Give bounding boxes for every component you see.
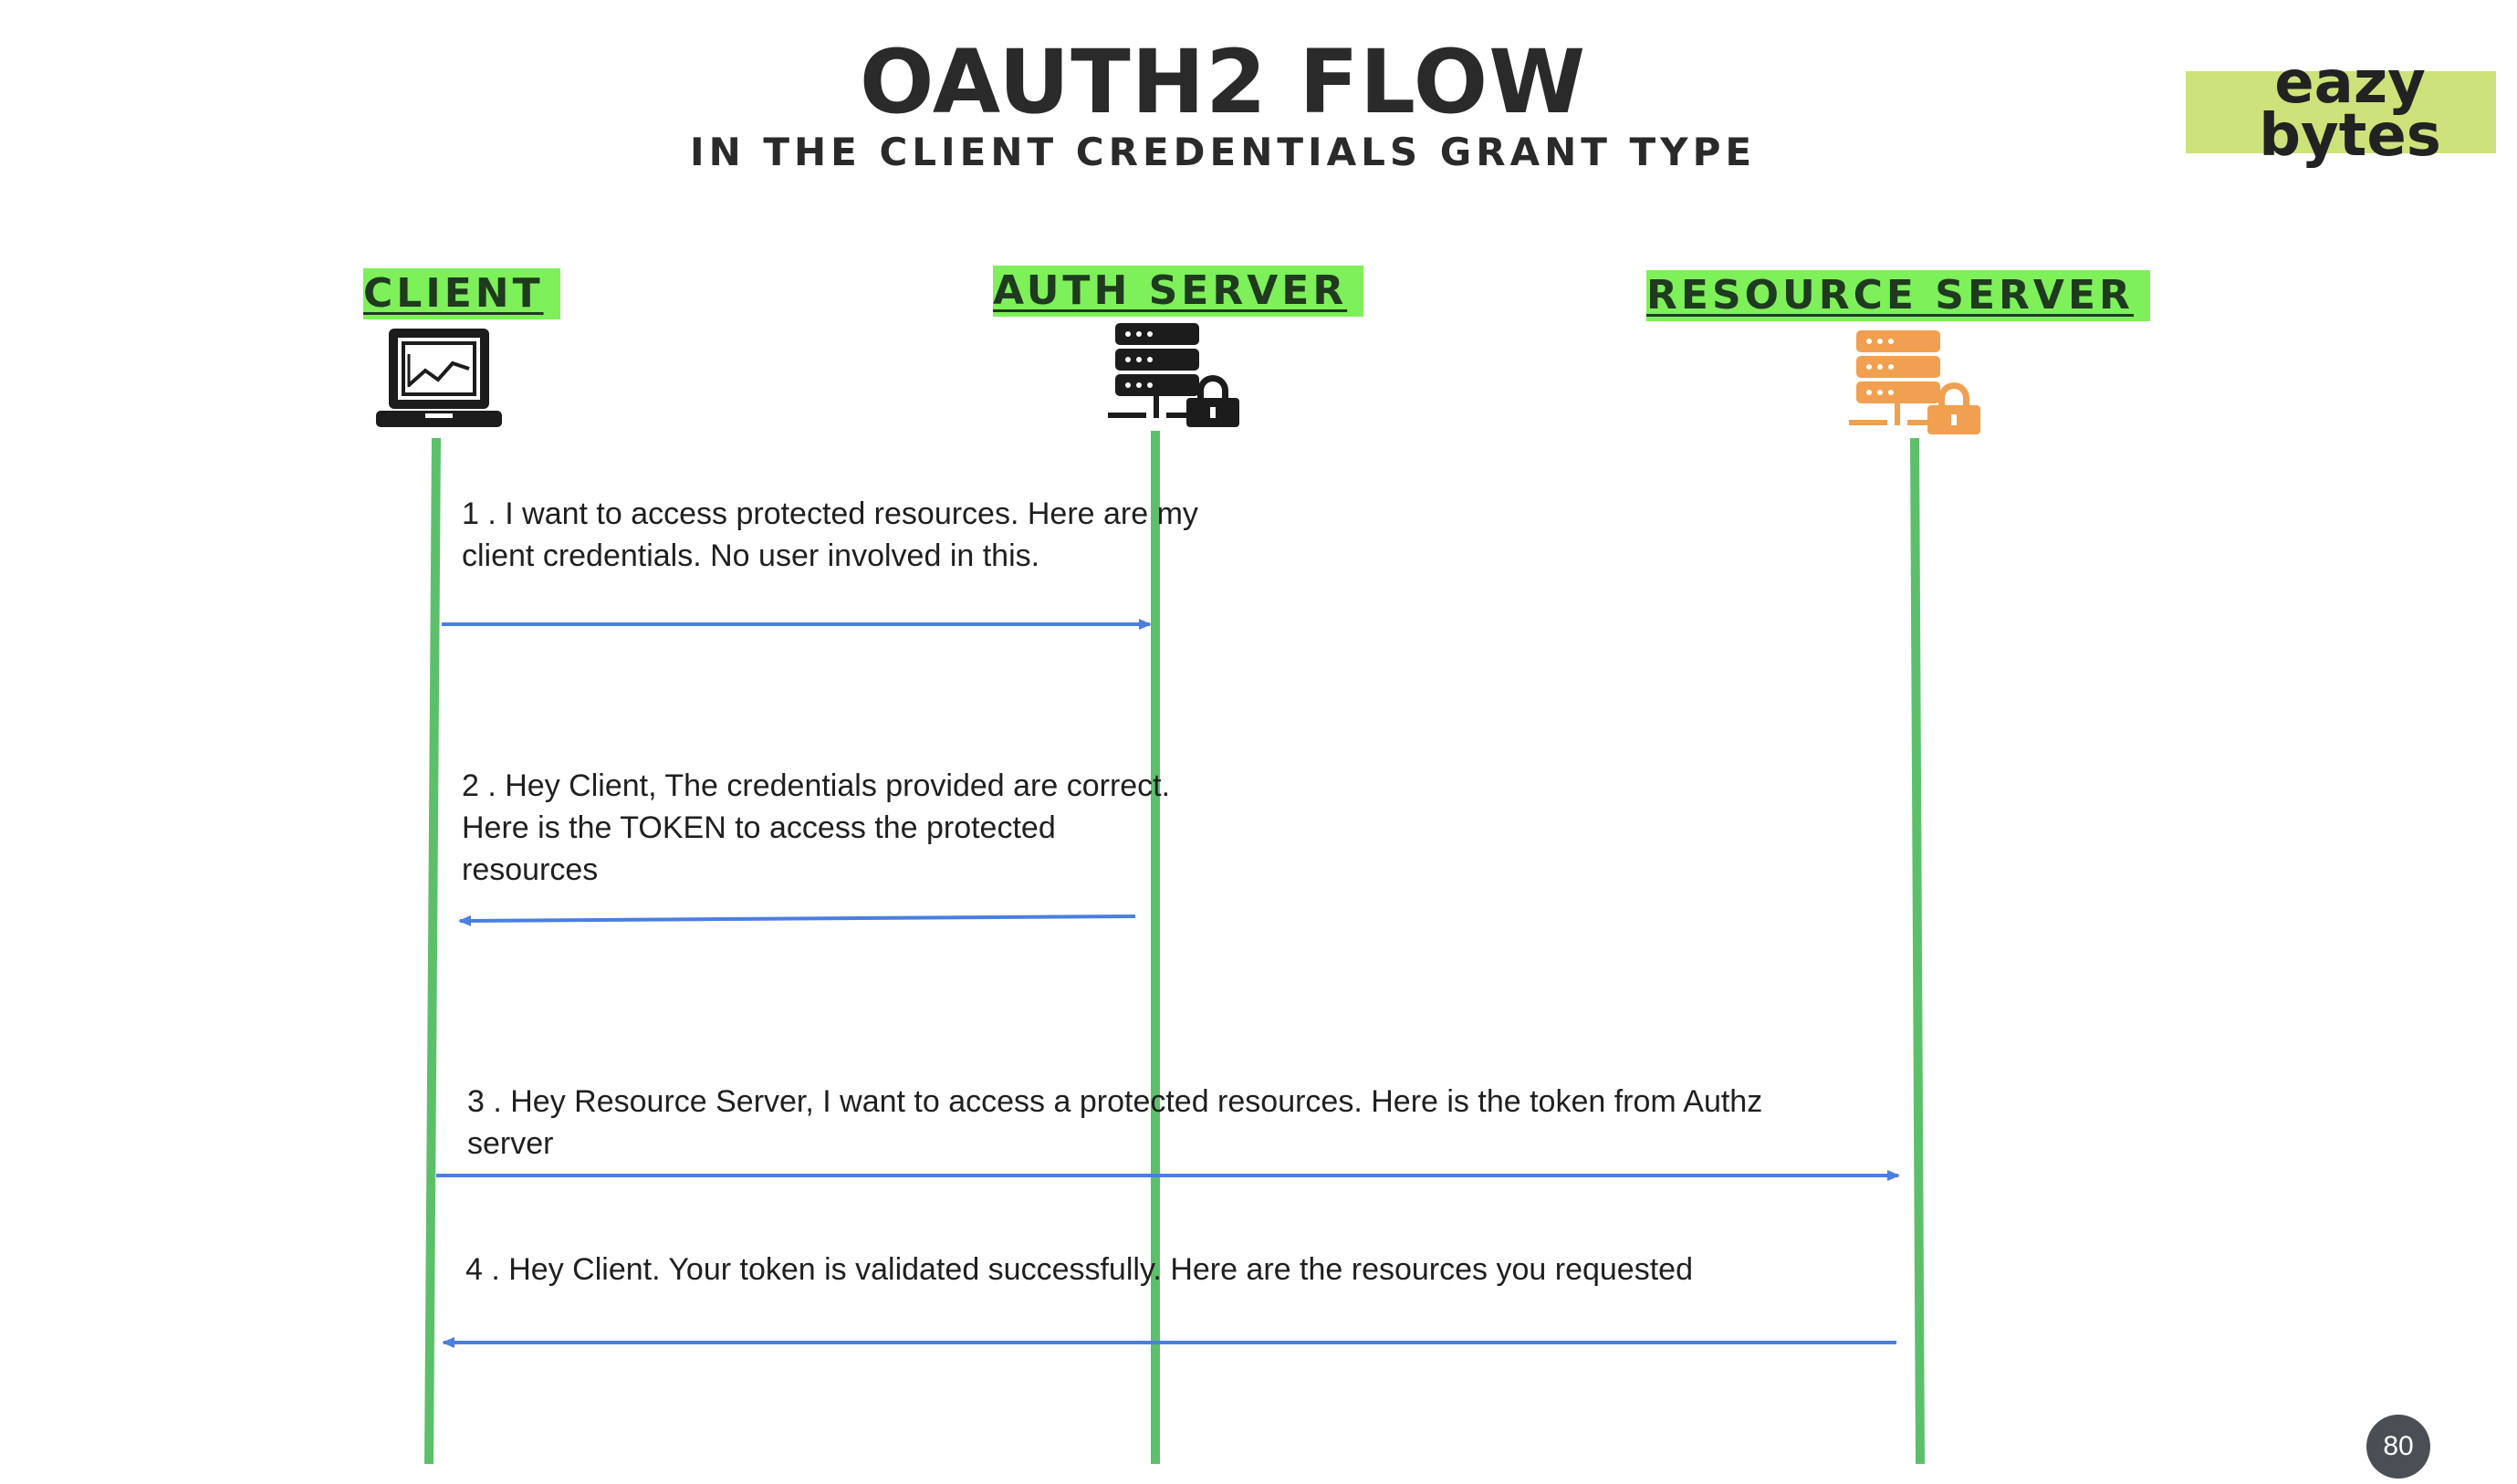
message-3-line-2: server	[467, 1126, 554, 1161]
logo-line-2: bytes	[2259, 102, 2441, 170]
message-4-line-1: 4 . Hey Client. Your token is validated …	[465, 1252, 1693, 1287]
message-2: 2 . Hey Client, The credentials provided…	[462, 765, 1170, 891]
page-subtitle: IN THE CLIENT CREDENTIALS GRANT TYPE	[689, 130, 1757, 174]
message-4: 4 . Hey Client. Your token is validated …	[465, 1249, 1693, 1291]
page-title: OAUTH2 FLOW	[859, 31, 1587, 133]
message-1-line-2: client credentials. No user involved in …	[462, 538, 1040, 573]
logo: eazy bytes	[2240, 49, 2460, 170]
actor-client-label: CLIENT	[363, 268, 560, 319]
message-2-line-1: 2 . Hey Client, The credentials provided…	[462, 768, 1171, 803]
message-3: 3 . Hey Resource Server, I want to acces…	[467, 1081, 1762, 1165]
message-3-line-1: 3 . Hey Resource Server, I want to acces…	[467, 1084, 1763, 1119]
logo-line-1: eazy	[2274, 49, 2426, 117]
message-2-line-3: resources	[462, 852, 599, 887]
client-lifeline	[424, 437, 441, 1465]
actor-resource-server-label: RESOURCE SERVER	[1646, 270, 2150, 321]
resource-server-icon	[1849, 330, 1980, 434]
message-2-line-2: Here is the TOKEN to access the protecte…	[462, 810, 1056, 845]
arrow-message-2	[458, 914, 1136, 926]
message-1: 1 . I want to access protected resources…	[462, 493, 1198, 577]
resource-server-lifeline	[1910, 437, 1925, 1465]
logo-background	[2186, 71, 2496, 153]
message-1-line-1: 1 . I want to access protected resources…	[462, 496, 1198, 531]
auth-server-icon	[1108, 323, 1239, 427]
page-number-badge: 80	[2366, 1415, 2430, 1479]
actor-auth-server-label: AUTH SERVER	[993, 266, 1364, 317]
laptop-icon	[376, 329, 502, 427]
